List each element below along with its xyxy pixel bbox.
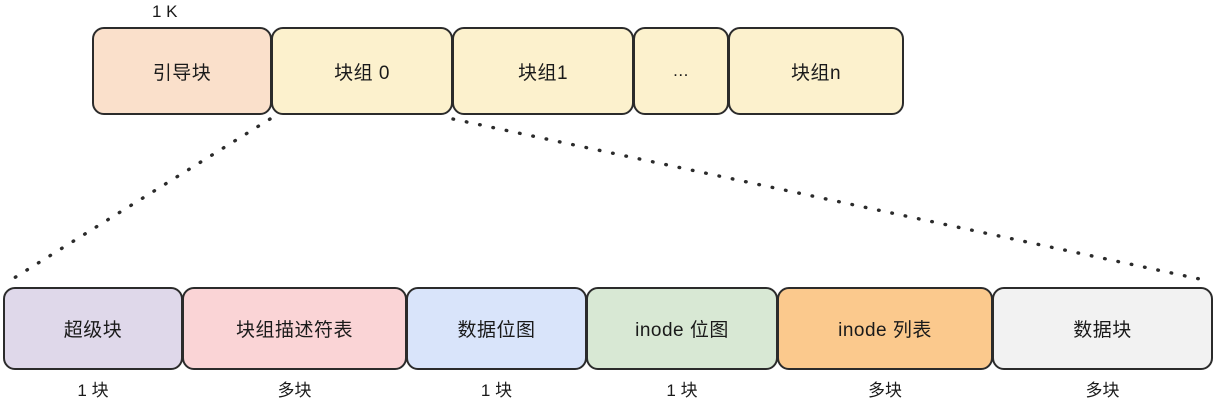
block-group-part-1: 块组描述符表 (182, 287, 407, 370)
block-group-part-caption-5: 多块 (1085, 381, 1120, 400)
disk-segment-label: 引导块 (152, 62, 212, 84)
block-group-part-0: 超级块 (3, 287, 183, 370)
disk-segment-label: 块组 0 (334, 62, 390, 84)
block-group-part-label: 数据位图 (457, 320, 536, 341)
right-dotted-connector (451, 117, 1211, 283)
block-group-part-caption-4: 多块 (868, 381, 902, 400)
block-group-part-4: inode 列表 (777, 287, 993, 370)
left-dotted-connector (4, 117, 272, 285)
disk-segment-2: 块组1 (452, 27, 634, 115)
block-group-part-label: inode 列表 (838, 320, 932, 341)
block-group-part-3: inode 位图 (586, 287, 778, 370)
block-group-part-label: 超级块 (63, 320, 123, 341)
disk-segment-4: 块组n (728, 27, 904, 115)
disk-segment-3: ... (633, 27, 729, 115)
block-group-part-caption-0: 1 块 (77, 381, 109, 400)
disk-segment-1: 块组 0 (271, 27, 453, 115)
block-group-part-5: 数据块 (992, 287, 1213, 370)
block-group-part-caption-2: 1 块 (480, 381, 513, 400)
block-group-part-label: inode 位图 (635, 320, 729, 341)
block-group-part-label: 块组描述符表 (235, 320, 353, 341)
block-group-part-caption-1: 多块 (277, 381, 312, 400)
block-group-part-2: 数据位图 (406, 287, 587, 370)
block-group-part-label: 数据块 (1073, 320, 1132, 341)
block-group-part-caption-3: 1 块 (666, 381, 698, 400)
disk-segment-label: 块组n (790, 62, 842, 84)
size-annotation-label: 1 K (152, 2, 178, 21)
disk-segment-label: 块组1 (517, 62, 569, 84)
disk-segment-0: 引导块 (92, 27, 272, 115)
disk-segment-label: ... (673, 61, 689, 80)
